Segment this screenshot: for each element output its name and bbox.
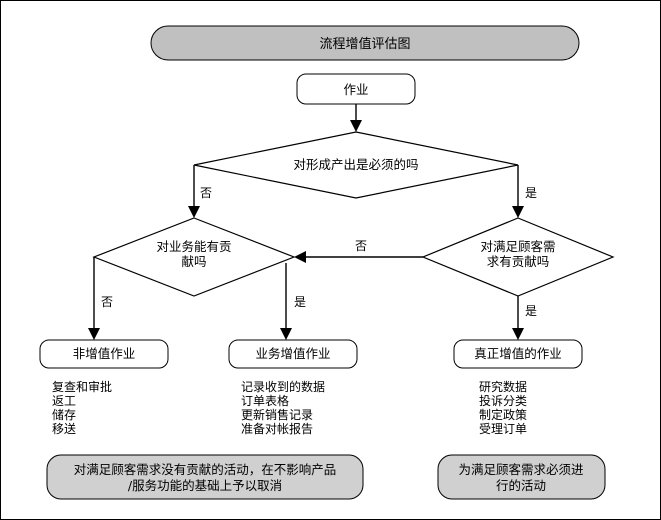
list-item: 记录收到的数据: [241, 379, 325, 394]
note-box-2-line1: 为满足顾客需求必须进: [458, 462, 584, 477]
arrow-head: [512, 206, 524, 218]
branch-label-decision2-yes: 是: [294, 295, 306, 309]
list-item: 受理订单: [479, 422, 527, 436]
list-item: 移送: [52, 421, 76, 436]
note-box-2-shape: [437, 454, 606, 500]
connector-start-to-decision1: [350, 104, 362, 132]
list-item: 准备对帐报告: [241, 421, 313, 436]
decision-node-2-label-line1: 对业务能有贡: [156, 239, 231, 254]
note-box-1-line1: 对满足顾客需求没有贡献的活动，在不影响产品: [74, 462, 337, 477]
diagram-title: 流程增值评估图: [319, 36, 410, 52]
branch-decision3-yes: 是: [512, 296, 537, 340]
decision-node-2-label-line2: 献吗: [181, 254, 206, 269]
decision-node-3-label-line2: 求有贡献吗: [487, 254, 550, 269]
list-item: 制定政策: [479, 407, 527, 422]
arrow-head: [512, 328, 524, 340]
decision-node-1[interactable]: 对形成产出是必须的吗: [193, 131, 519, 199]
outcome-node-1[interactable]: 非增值作业: [39, 339, 169, 369]
start-node[interactable]: 作业: [296, 73, 416, 105]
outcome-node-3[interactable]: 真正增值的作业: [453, 339, 583, 369]
note-box-1: 对满足顾客需求没有贡献的活动，在不影响产品 /服务功能的基础上予以取消: [46, 454, 364, 500]
note-box-2: 为满足顾客需求必须进 行的活动: [437, 454, 606, 500]
branch-decision2-yes: 是: [280, 263, 306, 340]
outcome-node-2-shape[interactable]: [228, 339, 358, 369]
branch-decision2-no: 否: [88, 257, 113, 340]
arrow-head: [280, 328, 292, 340]
list-item: 更新销售记录: [241, 407, 313, 422]
arrow-head: [188, 206, 200, 218]
decision-node-2-shape[interactable]: [92, 217, 296, 297]
arrow-head: [350, 120, 362, 132]
outcome-node-1-shape[interactable]: [39, 339, 169, 369]
list-item: 储存: [52, 407, 76, 422]
branch-decision1-no: 否: [188, 165, 212, 218]
branch-label-decision3-no: 否: [355, 239, 367, 253]
outcome-3-example-list: 研究数据 投诉分类 制定政策 受理订单: [479, 379, 527, 436]
decision-node-3-label-line1: 对满足顾客需: [480, 239, 555, 254]
note-box-1-shape: [46, 454, 364, 500]
start-node-label: 作业: [343, 82, 368, 97]
arrow-head: [88, 328, 100, 340]
title-banner-shape: [150, 25, 580, 61]
list-item: 研究数据: [479, 379, 527, 394]
branch-label-decision1-no: 否: [200, 186, 212, 200]
decision-node-3[interactable]: 对满足顾客需 求有贡献吗: [421, 217, 615, 297]
note-box-2-line2: 行的活动: [496, 478, 546, 493]
branch-label-decision1-yes: 是: [525, 186, 537, 200]
list-item: 返工: [52, 394, 76, 408]
outcome-node-2-label: 业务增值作业: [255, 346, 330, 361]
branch-label-decision2-no: 否: [101, 295, 113, 309]
arrow-head: [294, 251, 306, 263]
decision-node-2[interactable]: 对业务能有贡 献吗: [92, 217, 296, 297]
list-item: 复查和审批: [52, 379, 112, 394]
note-box-1-line2: /服务功能的基础上予以取消: [128, 478, 282, 493]
outcome-node-3-label: 真正增值的作业: [474, 346, 562, 361]
branch-label-decision3-yes: 是: [525, 304, 537, 318]
decision-node-1-label: 对形成产出是必须的吗: [293, 157, 418, 172]
outcome-node-3-shape[interactable]: [453, 339, 583, 369]
outcome-node-1-label: 非增值作业: [73, 346, 136, 361]
list-item: 订单表格: [241, 393, 289, 408]
decision-node-1-shape[interactable]: [193, 131, 519, 199]
branch-decision3-no-crosslink: 否: [294, 239, 423, 263]
outcome-node-2[interactable]: 业务增值作业: [228, 339, 358, 369]
branch-decision1-yes: 是: [512, 165, 537, 218]
outcome-1-example-list: 复查和审批 返工 储存 移送: [52, 379, 112, 436]
title-banner: 流程增值评估图: [150, 25, 580, 61]
outcome-2-example-list: 记录收到的数据 订单表格 更新销售记录 准备对帐报告: [241, 379, 325, 436]
list-item: 投诉分类: [479, 393, 527, 408]
